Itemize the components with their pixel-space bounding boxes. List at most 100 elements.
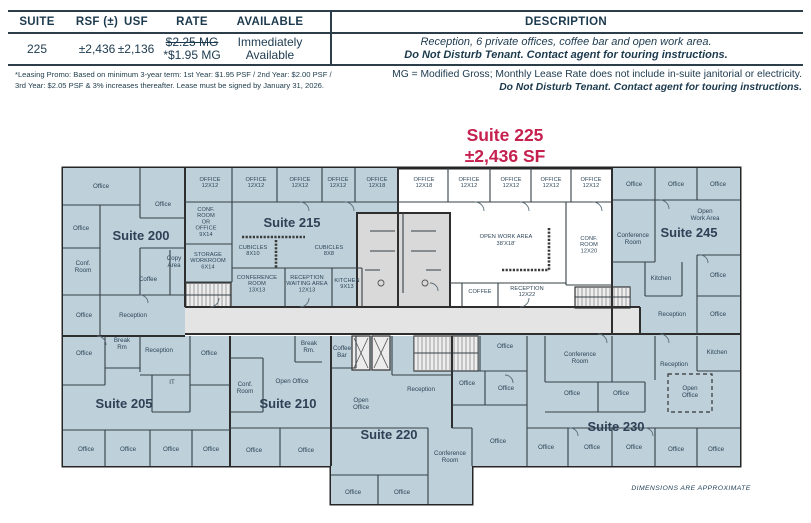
room-label-office: Office [564, 390, 581, 397]
cell-rsf: ±2,436 [78, 41, 116, 56]
room-label-office: Office [155, 201, 172, 208]
cell-usf: ±2,136 [117, 41, 155, 56]
suite-boundary-walls [63, 168, 740, 466]
room-label-office: Office [201, 350, 218, 357]
room-label-office: Office [498, 385, 515, 392]
col-header-available: AVAILABLE [236, 16, 304, 28]
plan-title-sf: ±2,436 SF [465, 146, 546, 166]
room-label-reception: Reception [660, 361, 688, 368]
interior-walls [63, 168, 740, 504]
footnote-line1: *Leasing Promo: Based on minimum 3-year … [15, 70, 332, 79]
table-rule-bottom [8, 64, 803, 66]
room-label-office: Office [710, 311, 727, 318]
cell-available: Immediately Available [228, 35, 312, 63]
room-label-reception: Reception [119, 312, 147, 319]
table-rule-header [8, 32, 803, 34]
room-label-office: Office [613, 390, 630, 397]
available-line1: Immediately [237, 35, 303, 49]
rate-original: $2.25 MG [165, 35, 219, 49]
room-label-conf-room: Conf.Room [237, 381, 254, 395]
room-label-office: Office [78, 446, 95, 453]
room-label-open-office: Open Office [276, 378, 309, 385]
suite-230-label: Suite 230 [587, 419, 644, 434]
room-label-office: Office [668, 446, 685, 453]
room-label-office: Office [120, 446, 137, 453]
description-line2: Do Not Disturb Tenant. Contact agent for… [404, 49, 728, 61]
suite-205-label: Suite 205 [95, 396, 152, 411]
room-label-it: IT [169, 379, 175, 386]
room-label-office: Office [584, 444, 601, 451]
room-label-office: Office [246, 447, 263, 454]
room-label-office: Office [497, 343, 514, 350]
room-label-office: Office [76, 350, 93, 357]
col-header-suite: SUITE [19, 16, 55, 28]
room-label-office: Office [710, 272, 727, 279]
stairwell [574, 286, 631, 309]
room-label-office: Office [394, 489, 411, 496]
room-label-office: Office [710, 181, 727, 188]
col-header-description: DESCRIPTION [525, 16, 607, 28]
suite-200-label: Suite 200 [112, 228, 169, 243]
room-label-office: Office [298, 447, 315, 454]
room-label-office: Office [459, 380, 476, 387]
suite-205-area [63, 336, 230, 466]
room-label-coffee: COFFEE [468, 289, 491, 295]
cell-description: Reception, 6 private offices, coffee bar… [335, 35, 797, 63]
room-label-office: Office [76, 312, 93, 319]
room-label-office: Office [345, 489, 362, 496]
mg-note-line1: MG = Modified Gross; Monthly Lease Rate … [392, 69, 802, 80]
col-header-rate: RATE [176, 16, 208, 28]
mg-note: MG = Modified Gross; Monthly Lease Rate … [357, 69, 802, 94]
cell-suite: 225 [26, 41, 48, 56]
suite-245-label: Suite 245 [660, 225, 717, 240]
available-line2: Available [245, 48, 295, 62]
suite-fills [63, 168, 740, 504]
stairwell [185, 282, 232, 308]
suite-210-label: Suite 210 [259, 396, 316, 411]
room-label-reception: Reception [407, 386, 435, 393]
dimensions-disclaimer: DIMENSIONS ARE APPROXIMATE [631, 485, 750, 492]
suite-215-label: Suite 215 [263, 215, 320, 230]
suite-220-area [331, 336, 472, 504]
suite-230-area [452, 334, 740, 466]
plan-title-suite: Suite 225 [467, 125, 544, 145]
description-line1: Reception, 6 private offices, coffee bar… [420, 36, 712, 48]
suite-200-area [63, 168, 185, 336]
footnote-line2: 3rd Year: $2.05 PSF & 3% increases there… [15, 80, 325, 90]
room-label-office: Office [708, 446, 725, 453]
room-label-reception: Reception [145, 347, 173, 354]
room-label-kitchen: Kitchen [651, 275, 672, 282]
suite-220-label: Suite 220 [360, 427, 417, 442]
room-label-reception: Reception [658, 311, 686, 318]
mg-note-line2: Do Not Disturb Tenant. Contact agent for… [499, 81, 802, 93]
room-label-coffee: Coffee [139, 276, 158, 283]
leasing-promo-footnote: *Leasing Promo: Based on minimum 3-year … [15, 70, 365, 91]
room-label-office: Office [163, 446, 180, 453]
cell-rate: $2.25 MG *$1.95 MG [159, 35, 225, 63]
